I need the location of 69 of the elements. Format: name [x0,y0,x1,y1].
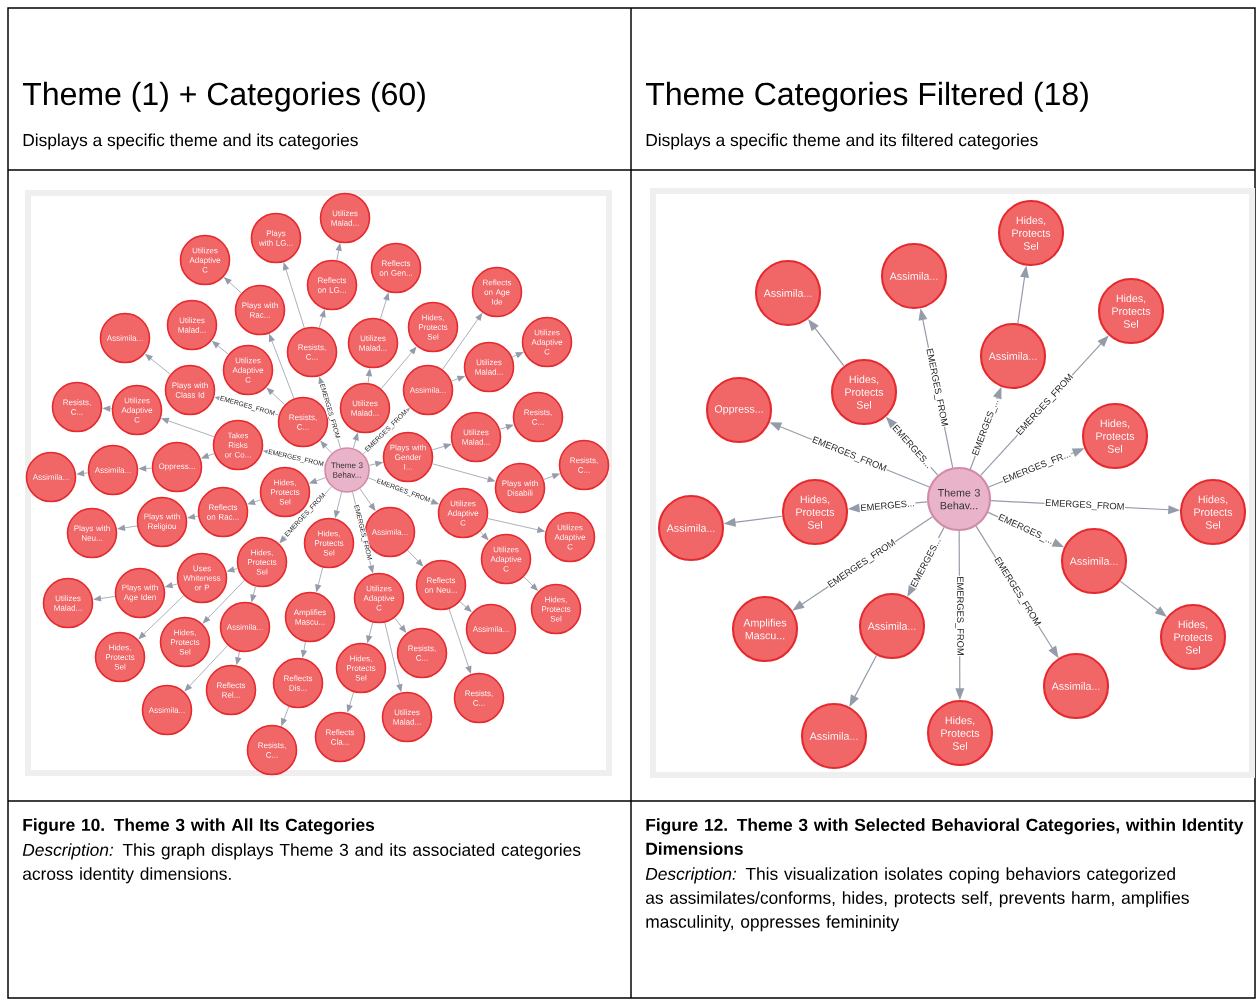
arrow [76,470,89,477]
panel-title: Theme Categories Filtered (18) [646,81,1088,112]
arrow [723,515,783,527]
arrow [380,292,390,320]
arrow [300,641,308,659]
arrow [281,706,290,727]
arrow [808,319,845,367]
arrow [200,452,215,459]
edge-label: EMERGES... [859,499,916,512]
panel-title: Theme (1) + Categories (60) [23,81,425,112]
arrow [499,424,514,431]
edge-label: EMERGES_FROM [1044,498,1126,513]
arrow [117,524,138,531]
arrow [1119,580,1167,617]
arrow [487,518,546,533]
figure-caption: Figure 12. Theme 3 with Selected Behavioral Categories, within Identity Dimensions [646,818,1244,855]
arrow [211,340,229,355]
arrow [352,432,359,449]
arrow [368,460,384,468]
arrow [318,309,326,329]
arrow [202,579,245,624]
arrow [448,608,472,674]
arrow [366,622,374,644]
arrow [459,601,472,613]
arrow [359,488,376,512]
arrow [250,586,257,603]
arrow [451,375,466,382]
arrow [442,312,483,370]
arrow [266,387,286,406]
arrow [164,582,178,589]
arrow [511,352,524,359]
arrow [138,465,153,472]
arrow [407,549,424,567]
panel-subtitle: Displays a specific theme and its filtered categories [646,133,1038,150]
arrow [235,651,242,666]
arrow [223,277,242,294]
arrow [102,405,113,412]
arrow [543,473,561,480]
arrow [432,463,496,483]
arrow [365,368,373,384]
arrow [308,477,326,484]
arrow [320,440,332,454]
arrow [333,491,342,519]
arrow [479,531,489,541]
figure-caption: Figure 10. Theme 3 with All Its Categories [23,818,375,835]
arrow [384,622,403,693]
arrow [315,567,324,593]
arrow [346,691,355,713]
arrow [394,617,407,634]
arrow [160,417,215,438]
arrow [431,443,452,451]
arrow [523,576,539,592]
arrow [849,654,878,707]
arrow [93,595,116,602]
arrow [144,353,171,375]
arrow [184,645,229,692]
figure-description: Description: This graph displays Theme 3 and its associated categories across identity dimensions. [22,843,581,884]
arrow [138,595,185,640]
panel-subtitle: Displays a specific theme and its categories [23,133,358,150]
figure-description: Description: This visualization isolates coping behaviors categorized as assimilates/conforms, hides, protects self, prevents harm, amplifies masculinity, oppresses femininity [645,867,1189,932]
arrow [380,346,417,390]
arrow [187,513,199,520]
arrow [226,566,238,573]
arrow [247,498,262,505]
arrow [1017,265,1029,324]
edge-label: EMERGES_FROM [954,575,965,657]
arrow [335,242,342,261]
arrow [282,262,305,329]
arrow [268,333,295,399]
